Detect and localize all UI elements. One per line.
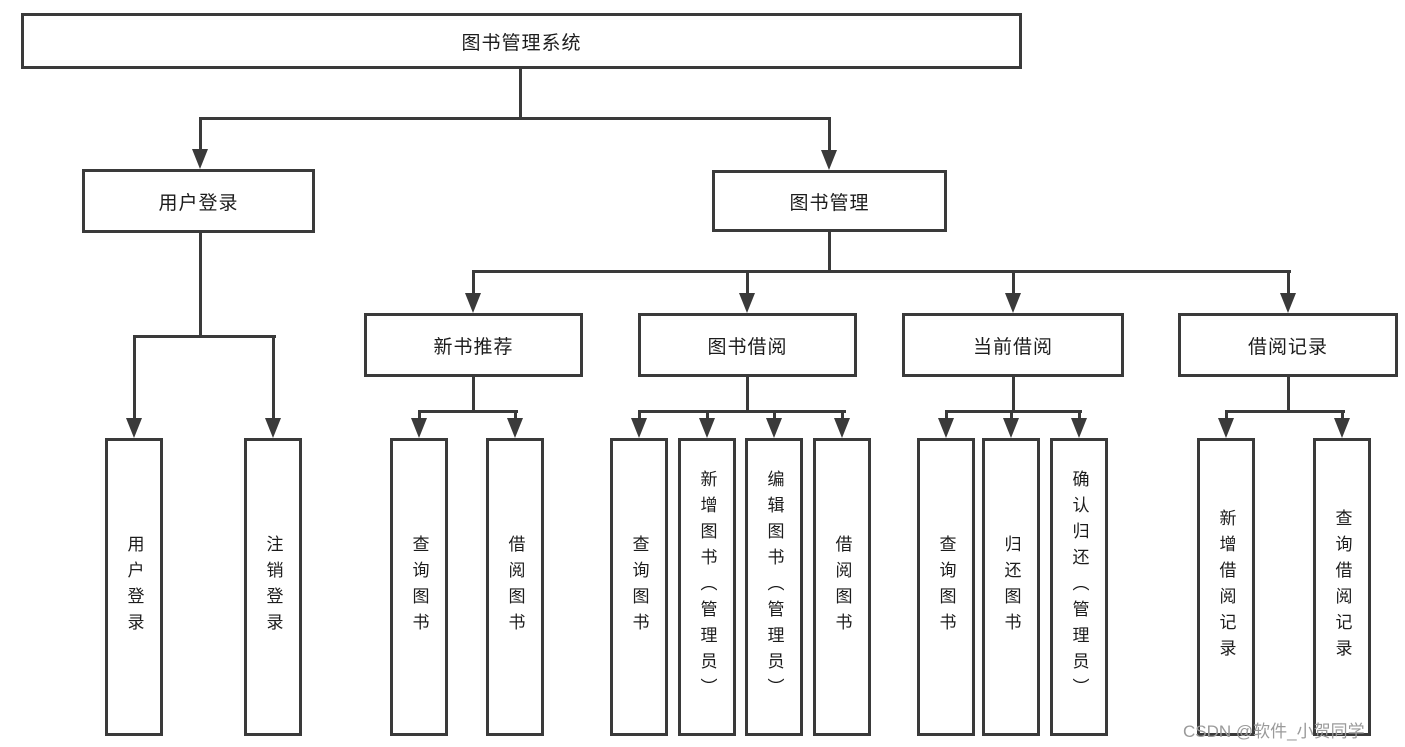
leaf-return-books: 归还图书 [982,438,1040,736]
v-line [773,410,776,422]
h-line [199,117,831,120]
csdn-watermark: CSDN @软件_小贺同学 [1183,722,1365,741]
node-borrowing-records: 借阅记录 [1178,313,1398,377]
arrow-head [821,150,837,170]
node-new-book-recommendation: 新书推荐 [364,313,583,377]
v-line [472,270,475,296]
node-current-borrowing: 当前借阅 [902,313,1124,377]
v-line [1287,270,1290,296]
leaf-user-login: 用户登录 [105,438,163,736]
node-label: 注销登录 [263,535,283,639]
v-line [418,410,421,422]
h-line [638,410,846,413]
v-line [828,232,831,273]
node-label: 借阅图书 [832,535,852,639]
node-label: 当前借阅 [972,336,1053,358]
arrow-head [1280,293,1296,313]
node-label: 用户登录 [124,535,144,639]
v-line [133,335,136,420]
v-line [1078,410,1081,422]
arrow-head [834,418,850,438]
arrow-head [465,293,481,313]
arrow-head [1334,418,1350,438]
arrow-head [1003,418,1019,438]
arrow-head [766,418,782,438]
h-line [945,410,1082,413]
node-label: 图书借阅 [707,336,788,358]
leaf-logout: 注销登录 [244,438,302,736]
node-label: 查询图书 [629,535,649,639]
arrow-head [507,418,523,438]
arrow-head [126,418,142,438]
v-line [828,117,831,154]
arrow-head [739,293,755,313]
v-line [519,68,522,120]
v-line [1341,410,1344,422]
v-line [1010,410,1013,422]
arrow-head [1218,418,1234,438]
h-line [418,410,518,413]
node-label: 归还图书 [1001,535,1021,639]
v-line [199,233,202,337]
arrow-head [1071,418,1087,438]
v-line [272,335,275,420]
node-book-management-system: 图书管理系统 [21,13,1022,69]
h-line [1225,410,1345,413]
h-line [472,270,1291,273]
arrow-head [699,418,715,438]
arrow-head [938,418,954,438]
leaf-current-query-books: 查询图书 [917,438,975,736]
leaf-borrowing-query-books: 查询图书 [610,438,668,736]
v-line [746,377,749,413]
v-line [1012,270,1015,296]
node-label: 图书管理系统 [461,32,582,54]
leaf-add-borrow-record: 新增借阅记录 [1197,438,1255,736]
node-label: 图书管理 [789,192,870,214]
node-label: 新增借阅记录 [1216,509,1236,665]
node-label: 借阅记录 [1247,336,1328,358]
node-label: 借阅图书 [505,535,525,639]
arrow-head [631,418,647,438]
leaf-borrow-books: 借阅图书 [813,438,871,736]
v-line [746,270,749,296]
arrow-head [265,418,281,438]
leaf-recommend-borrow-books: 借阅图书 [486,438,544,736]
v-line [1287,377,1290,413]
node-label: 编辑图书（管理员） [764,470,784,704]
arrow-head [1005,293,1021,313]
arrow-head [192,149,208,169]
v-line [841,410,844,422]
leaf-edit-books-admin: 编辑图书（管理员） [745,438,803,736]
h-line [133,335,276,338]
arrow-head [411,418,427,438]
node-label: 查询图书 [936,535,956,639]
v-line [199,117,202,153]
v-line [472,377,475,413]
v-line [638,410,641,422]
v-line [706,410,709,422]
node-label: 查询图书 [409,535,429,639]
leaf-add-books-admin: 新增图书（管理员） [678,438,736,736]
node-book-borrowing: 图书借阅 [638,313,857,377]
leaf-query-borrow-record: 查询借阅记录 [1313,438,1371,736]
node-user-login: 用户登录 [82,169,315,233]
node-book-management: 图书管理 [712,170,947,232]
leaf-recommend-query-books: 查询图书 [390,438,448,736]
v-line [514,410,517,422]
node-label: 查询借阅记录 [1332,509,1352,665]
node-label: 新增图书（管理员） [697,470,717,704]
leaf-confirm-return-admin: 确认归还（管理员） [1050,438,1108,736]
v-line [1012,377,1015,413]
node-label: 确认归还（管理员） [1069,470,1089,704]
node-label: 新书推荐 [433,336,514,358]
v-line [1225,410,1228,422]
node-label: 用户登录 [158,192,239,214]
v-line [945,410,948,422]
